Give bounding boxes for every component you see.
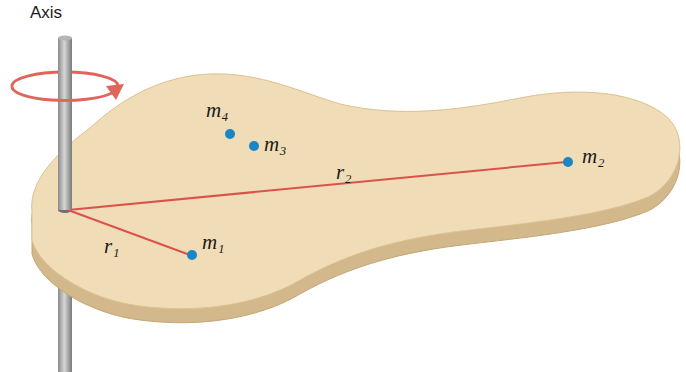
rotation-arrowhead	[106, 84, 124, 100]
point-mass	[563, 157, 573, 167]
radius-label: r₂	[336, 162, 351, 183]
mass-label: m₁	[202, 232, 224, 253]
point-mass	[187, 250, 197, 260]
axle-rod-upper	[58, 38, 72, 210]
radius-line	[68, 162, 566, 210]
axle-top	[58, 36, 72, 41]
radius-label: r₁	[104, 236, 119, 257]
point-mass	[249, 141, 259, 151]
axis-label: Axis	[30, 4, 62, 21]
point-mass	[225, 129, 235, 139]
mass-label: m₄	[206, 100, 228, 121]
mass-label: m₂	[582, 146, 604, 167]
plate-face	[32, 74, 680, 309]
rotation-arrow	[12, 86, 112, 101]
radius-line	[68, 210, 190, 255]
mass-label: m₃	[264, 134, 286, 155]
